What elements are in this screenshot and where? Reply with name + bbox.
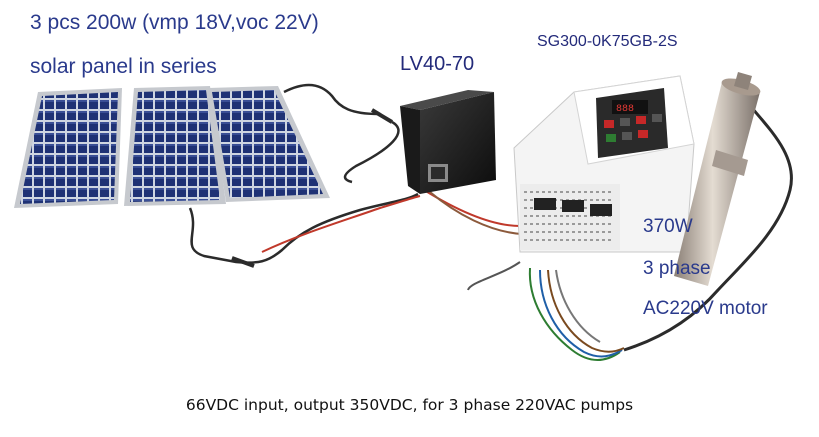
inverter-model-label: SG300-0K75GB-2S — [537, 33, 678, 50]
motor-phase-label: 3 phase — [643, 258, 711, 279]
wiring — [188, 83, 793, 361]
panel-spec-subheading: solar panel in series — [30, 55, 217, 78]
motor-power-label: 370W — [643, 216, 693, 237]
charge-controller — [400, 90, 496, 194]
svg-text:888: 888 — [616, 104, 634, 115]
solar-panel-2 — [124, 86, 226, 206]
solar-panel-array — [14, 86, 330, 208]
inverter: 888 — [513, 75, 695, 253]
diagram-caption: 66VDC input, output 350VDC, for 3 phase … — [185, 396, 634, 414]
submersible-pump-motor — [674, 72, 761, 286]
solar-panel-1 — [14, 88, 122, 208]
motor-type-label: AC220V motor — [643, 298, 768, 319]
inverter-keypad: 888 — [596, 88, 668, 158]
inverter-vents — [520, 184, 620, 250]
panel-spec-heading: 3 pcs 200w (vmp 18V,voc 22V) — [30, 11, 319, 34]
controller-model-label: LV40-70 — [400, 53, 475, 75]
solar-panel-3 — [208, 86, 330, 202]
